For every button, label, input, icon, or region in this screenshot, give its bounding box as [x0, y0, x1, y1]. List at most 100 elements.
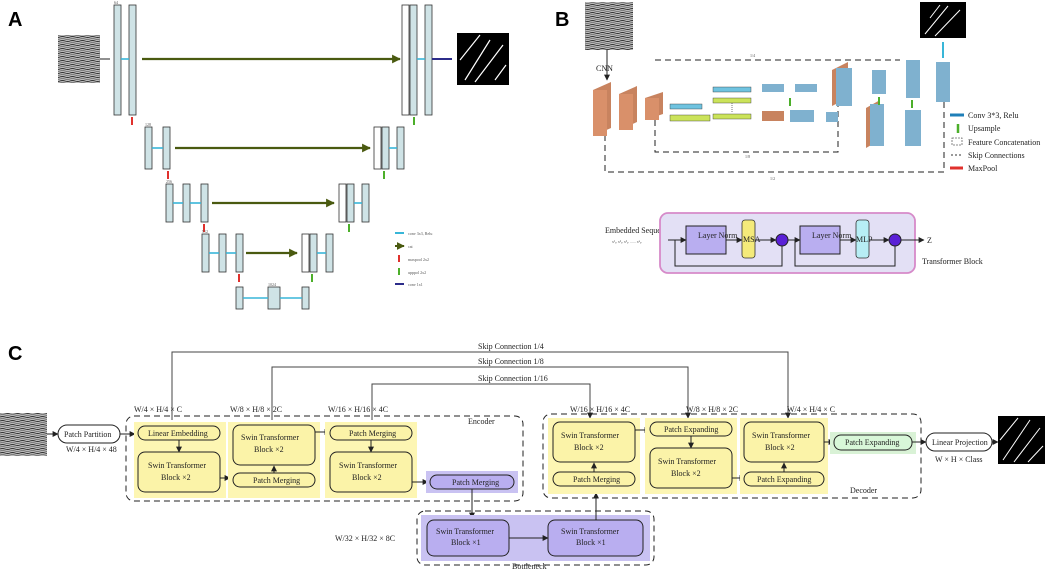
frac-quarter: 1/4: [750, 53, 755, 58]
input-seismic-image-c: [0, 413, 47, 456]
skip-label-quarter: Skip Connection 1/4: [478, 342, 544, 351]
unet-bottleneck-b: [267, 286, 281, 310]
swin-dec2-line2: Block ×2: [671, 469, 701, 478]
unet-enc3-a: [165, 183, 174, 223]
skip-line-quarter: [171, 351, 791, 420]
swin-block-dec3: [743, 421, 825, 463]
output-fault-map-a: [457, 33, 509, 85]
channel-label-64: 64: [114, 0, 118, 5]
swin-enc3-line2: Block ×2: [352, 473, 382, 482]
msa-label: MSA: [743, 235, 761, 244]
cnn-label: CNN: [596, 64, 613, 73]
legend-a-cat: cat: [408, 244, 414, 249]
unet-dec1-concat: [401, 4, 410, 116]
frac-eighth: 1/8: [745, 154, 750, 159]
layer-norm-1: [685, 225, 727, 255]
input-seismic-image-a: [58, 35, 100, 83]
patch-expanding-final-label: Patch Expanding: [845, 438, 899, 447]
legend-a-conv1x1: conv 1x1: [408, 282, 423, 287]
unet-enc1-b: [128, 4, 137, 116]
unet-enc3-b: [182, 183, 191, 223]
layer-norm-2-label: Layer Norm: [812, 231, 852, 240]
swin-bn2-line2: Block ×1: [576, 538, 606, 547]
unet-bottleneck-a: [235, 286, 244, 310]
encoder-frame: [125, 415, 524, 502]
transformer-block-label: Transformer Block: [922, 257, 983, 266]
legend-a-conv: conv 3x3, Relu: [408, 231, 432, 237]
unet-dec1-a: [409, 4, 418, 116]
swin-enc1-line1: Swin Transformer: [148, 461, 206, 470]
decoder-feature-blocks: [762, 42, 950, 148]
unet-enc2-a: [144, 126, 153, 170]
residual-add-2: [888, 233, 902, 247]
swin-dec1-line2: Block ×2: [574, 443, 604, 452]
cnn-feature-blocks: [593, 82, 663, 136]
unet-enc2-b: [162, 126, 171, 170]
patch-expanding-dec1-label: Patch Expanding: [664, 425, 718, 434]
panel-label-b: B: [555, 9, 569, 31]
output-dim-label: W × H × Class: [935, 455, 983, 464]
input-seismic-image-b: [585, 2, 633, 50]
bottleneck-frame: [416, 510, 655, 566]
decoder-label: Decoder: [850, 486, 877, 495]
bottleneck-dim-label: W/32 × H/32 × 8C: [335, 534, 395, 543]
patch-merging-bottleneck-label: Patch Merging: [452, 478, 499, 487]
swin-bn1-line1: Swin Transformer: [436, 527, 494, 536]
swin-dec1-line1: Swin Transformer: [561, 431, 619, 440]
swin-enc1-line2: Block ×2: [161, 473, 191, 482]
patch-merging-enc1-label: Patch Merging: [253, 476, 300, 485]
swin-block-enc3: [329, 451, 413, 493]
swin-bn2-line1: Swin Transformer: [561, 527, 619, 536]
bottleneck-label: Bottleneck: [512, 562, 547, 571]
legend-panel-b: Conv 3*3, Relu Upsample Feature Concaten…: [950, 111, 1040, 173]
dim-dec-3: W/4 × H/4 × C: [787, 405, 835, 414]
legend-a-maxpool: maxpool 2x2: [408, 257, 429, 262]
swin-bn1-line2: Block ×1: [451, 538, 481, 547]
swin-block-dec2: [649, 447, 733, 489]
patch-partition-label: Patch Partition: [64, 430, 111, 439]
legend-a-uppool: upppol 2x2: [408, 270, 426, 275]
encoder-label: Encoder: [468, 417, 495, 426]
legend-b-upsample: Upsample: [968, 124, 1001, 133]
dim-enc-1: W/4 × H/4 × C: [134, 405, 182, 414]
mlp-label: MLP: [856, 235, 873, 244]
swin-block-enc2: [232, 424, 316, 466]
legend-b-skip: Skip Connections: [968, 151, 1025, 160]
legend-panel-a: conv 3x3, Relu cat maxpool 2x2 upppol 2x…: [395, 231, 432, 287]
layer-norm-1-label: Layer Norm: [698, 231, 738, 240]
swin-enc2-line2: Block ×2: [254, 445, 284, 454]
channel-label-1024: 1024: [268, 282, 276, 287]
frac-half: 1/2: [770, 176, 775, 181]
panel-label-c: C: [8, 343, 22, 365]
skip-line-sixteenth: [371, 383, 593, 420]
dim-enc-3: W/16 × H/16 × 4C: [328, 405, 388, 414]
decoder-frame: [542, 413, 922, 499]
swin-dec3-line2: Block ×2: [765, 443, 795, 452]
channel-label-128: 128: [145, 122, 151, 127]
channel-label-256: 256: [166, 179, 172, 184]
skip-line-eighth: [271, 366, 691, 420]
mlp-block: [855, 219, 870, 259]
unet-enc4-a: [201, 233, 210, 273]
embedded-sequence-label: Embedded Sequence: [605, 226, 672, 235]
channel-label-512: 512: [202, 229, 208, 234]
dim-dec-1: W/16 × H/16 × 4C: [570, 405, 630, 414]
msa-block: [741, 219, 756, 259]
patch-merging-enc2-label: Patch Merging: [349, 429, 396, 438]
skip-label-sixteenth: Skip Connection 1/16: [478, 374, 548, 383]
unet-enc1-a: [113, 4, 122, 116]
z-output-label: Z: [927, 236, 932, 245]
legend-b-concat: Feature Concatenation: [968, 138, 1040, 147]
residual-add-1: [775, 233, 789, 247]
dim-enc-2: W/8 × H/8 × 2C: [230, 405, 282, 414]
linear-embedding-label: Linear Embedding: [148, 429, 208, 438]
patch-expanding-dec2-label: Patch Expanding: [757, 475, 811, 484]
patch-merging-dec-label: Patch Merging: [573, 475, 620, 484]
legend-b-conv: Conv 3*3, Relu: [968, 111, 1018, 120]
swin-dec2-line1: Swin Transformer: [658, 457, 716, 466]
panel-label-a: A: [8, 9, 22, 31]
input-dim-label: W/4 × H/4 × 48: [66, 445, 117, 454]
svg-text:x¹ₚ x²ₚ x³ₚ ...... xⁿₚ: x¹ₚ x²ₚ x³ₚ ...... xⁿₚ: [612, 239, 642, 244]
swin-block-enc1: [137, 451, 221, 493]
